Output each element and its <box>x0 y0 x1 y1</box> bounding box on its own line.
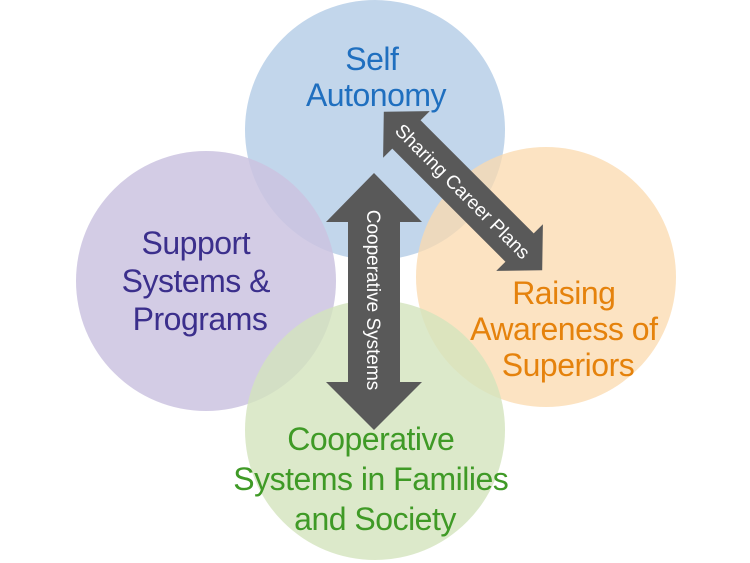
label-line: Systems & <box>122 263 271 299</box>
label-line: Awareness of <box>470 311 658 347</box>
label-line: Programs <box>133 301 268 337</box>
diagonal-double-arrow <box>383 111 543 271</box>
label-raising-awareness: Raising Awareness of Superiors <box>470 275 666 383</box>
vertical-double-arrow <box>326 173 422 430</box>
label-line: Autonomy <box>306 77 447 113</box>
label-line: Raising <box>512 275 615 311</box>
label-support-systems: Support Systems & Programs <box>122 225 279 337</box>
circle-support-systems <box>76 151 336 411</box>
circle-cooperative-families <box>245 300 505 560</box>
label-line: Systems in Families <box>233 461 508 497</box>
label-line: and Society <box>294 501 456 537</box>
label-self-autonomy: Self Autonomy <box>306 41 447 113</box>
label-line: Support <box>142 225 251 261</box>
label-line: Superiors <box>502 347 634 383</box>
vertical-arrow-label: Cooperative Systems <box>362 210 383 391</box>
label-line: Self <box>345 41 399 77</box>
